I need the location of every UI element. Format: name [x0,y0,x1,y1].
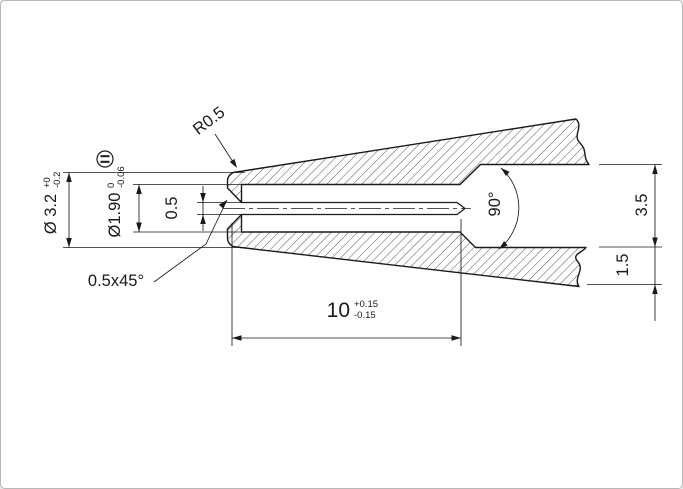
arrowhead [66,238,72,248]
arrowhead [451,335,461,341]
dim-wall-thickness: 1.5 [614,254,632,277]
leader-tip-radius [214,133,236,166]
arrowhead [136,184,142,194]
leader-chamfer [153,199,228,283]
dim-dia-bore-tol-lower: -0.06 [116,166,127,188]
arrowhead [218,200,227,209]
dim-dia-outer: Ø 3.2 +0 -0.2 [42,172,63,235]
dim-slot-width-value: 0.5 [163,197,181,220]
arrowhead [652,164,658,174]
arrowhead [200,193,206,203]
arrowhead [499,241,508,249]
slot-lower-edge [242,208,466,216]
dim-gap-height-value: 3.5 [633,194,651,217]
dim-slot-depth-tol-upper: +0.15 [354,299,378,310]
arrowhead [136,222,142,232]
slot-upper-edge [242,201,466,209]
dim-dia-bore-value: Ø1.90 [106,193,124,238]
dim-chamfer-value: 0.5x45° [88,272,144,290]
dim-dia-bore: Ø1.90 0 -0.06 [106,166,127,237]
dim-wall-thickness-value: 1.5 [614,254,632,277]
lower-jaw-section [226,213,587,288]
upper-jaw-section [226,118,590,204]
dim-dia-outer-tol-lower: -0.2 [52,172,63,188]
dim-cone-angle: 90° [486,192,504,217]
arrowhead [229,158,237,168]
arrowhead [66,172,72,182]
dim-slot-depth-value: 10 [327,299,350,322]
dim-dia-bore-tol-upper: 0 [106,183,117,188]
envelope-symbol-icon [96,150,114,168]
dim-slot-depth-tol-lower: -0.15 [354,310,376,321]
dim-cone-angle-value: 90° [486,192,504,217]
dim-tip-radius: R0.5 [190,103,229,138]
arrowhead [232,335,242,341]
dim-gap-height: 3.5 [633,194,651,217]
arc-cone-angle [498,167,520,250]
dim-dia-outer-tol-upper: +0 [42,177,53,188]
arrowhead [652,284,658,294]
dim-dia-outer-value: Ø 3.2 [42,194,60,234]
arrowhead [501,168,510,176]
arrowhead [200,214,206,224]
dim-slot-width: 0.5 [163,197,181,220]
arrowhead [652,237,658,247]
dim-slot-depth: 10 +0.15 -0.15 [327,299,378,322]
dim-tip-radius-value: R0.5 [190,103,229,138]
